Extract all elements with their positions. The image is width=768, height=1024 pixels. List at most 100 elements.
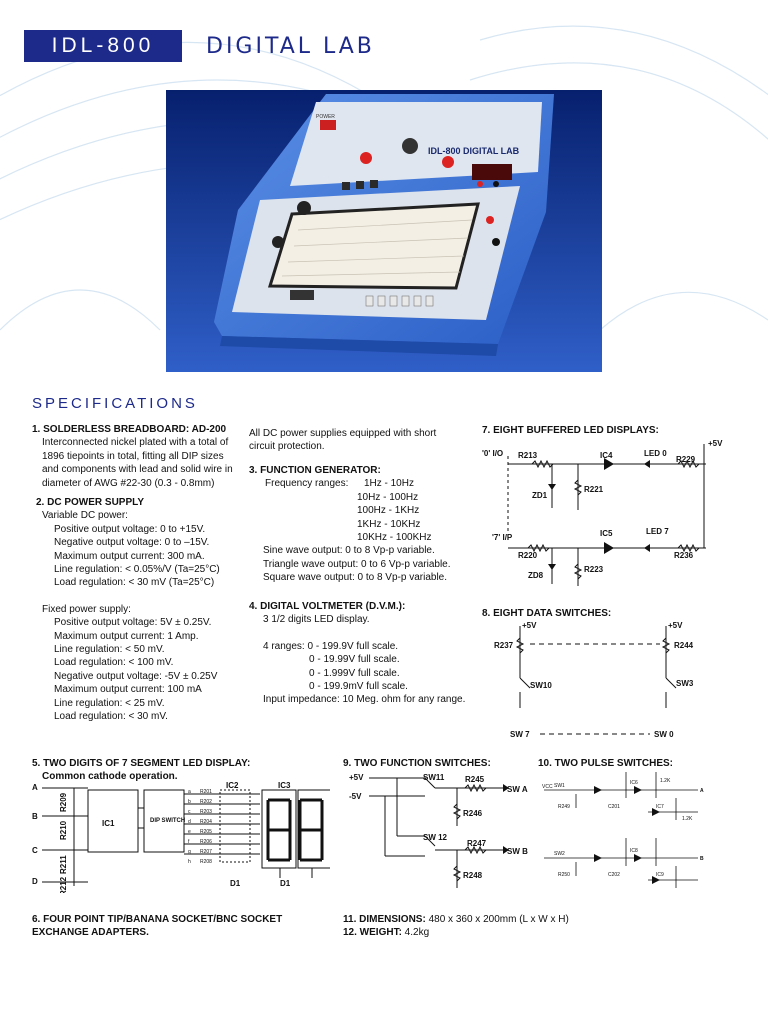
section-2: 2. DC POWER SUPPLY Variable DC power: Po… xyxy=(36,496,236,724)
vcc-right-label: +5V xyxy=(668,621,683,630)
r220-label: R220 xyxy=(518,551,538,560)
wave-output: Square wave output: 0 to 8 Vp-p variable… xyxy=(263,572,448,584)
ic5-label: IC5 xyxy=(600,529,613,538)
section-1-line: diameter of AWG #22-30 (0.3 - 0.8mm) xyxy=(42,477,215,489)
swa-label: SW A xyxy=(507,785,528,794)
zd8-label: ZD8 xyxy=(528,571,544,580)
data-switch-schematic: +5V +5V R237 R244 SW10 SW3 SW 7 SW 0 xyxy=(494,621,694,738)
ic7-label: IC7 xyxy=(656,804,664,810)
variable-dc-line: Line regulation: < 0.05%/V (Ta=25°C) xyxy=(54,564,220,576)
r246-label: R246 xyxy=(463,809,483,818)
r212-label: R212 xyxy=(59,876,68,893)
c201-label: C201 xyxy=(608,804,620,810)
dvm-range: 4 ranges: 0 - 199.9V full scale. xyxy=(263,640,399,652)
sw3-label: SW3 xyxy=(676,679,694,688)
ic6-label: IC6 xyxy=(630,780,638,786)
r249-label: R249 xyxy=(558,804,570,810)
section-11-12: 11. DIMENSIONS: 480 x 360 x 200mm (L x W… xyxy=(343,913,569,940)
frequency-range: 10Hz - 100Hz xyxy=(357,491,419,503)
frequency-label: Frequency ranges: xyxy=(265,478,349,490)
r229-label: R229 xyxy=(676,455,696,464)
frequency-range: 1Hz - 10Hz xyxy=(363,478,414,490)
r211-label: R211 xyxy=(59,855,68,874)
sw2-label: SW2 xyxy=(554,851,565,857)
dvm-range: 0 - 199.9mV full scale. xyxy=(309,681,408,693)
section-3-title: 3. FUNCTION GENERATOR: xyxy=(249,465,381,476)
section-8-title: 8. EIGHT DATA SWITCHES: xyxy=(482,608,612,619)
weight-value: 4.2kg xyxy=(401,927,430,939)
ic9-label: IC9 xyxy=(656,872,664,878)
r-small-label: R202 xyxy=(200,799,212,805)
product-photo: IDL-800 DIGITAL LAB POWER xyxy=(166,90,602,372)
r247-label: R247 xyxy=(467,839,487,848)
r245-label: R245 xyxy=(465,775,485,784)
section-7-title: 7. EIGHT BUFFERED LED DISPLAYS: xyxy=(482,425,659,436)
ic4-label: IC4 xyxy=(600,451,613,460)
dip-switch-label: DIP SWITCH xyxy=(150,818,185,824)
sw12-label: SW 12 xyxy=(423,833,448,842)
d1-label: D1 xyxy=(230,879,241,888)
specifications-heading: SPECIFICATIONS xyxy=(32,395,198,412)
dip-pin-label: a xyxy=(188,789,191,795)
pin-d-label: D xyxy=(32,877,38,886)
r-small-label: R201 xyxy=(200,789,212,795)
r-small-label: R206 xyxy=(200,839,212,845)
r237-label: R237 xyxy=(494,641,514,650)
section-6-line: 6. FOUR POINT TIP/BANANA SOCKET/BNC SOCK… xyxy=(32,914,283,925)
dc-note-line: circuit protection. xyxy=(249,441,325,453)
dvm-impedance: Input impedance: 10 Meg. ohm for any ran… xyxy=(263,694,466,706)
r236-label: R236 xyxy=(674,551,694,560)
section-1-line: Interconnected nickel plated with a tota… xyxy=(42,437,229,449)
section-10-title: 10. TWO PULSE SWITCHES: xyxy=(538,758,674,769)
dip-pin-label: g xyxy=(188,849,191,855)
neg-label: -5V xyxy=(349,792,362,801)
zd1-label: ZD1 xyxy=(532,491,548,500)
dip-pin-label: f xyxy=(188,839,190,845)
fixed-power-line: Line regulation: < 25 mV. xyxy=(54,697,165,709)
section-1-title: 1. SOLDERLESS BREADBOARD: AD-200 xyxy=(32,424,227,435)
r209-label: R209 xyxy=(59,792,68,812)
wave-output: Sine wave output: 0 to 8 Vp-p variable. xyxy=(263,545,435,557)
section-7: 7. EIGHT BUFFERED LED DISPLAYS: xyxy=(482,424,659,437)
pin-b-label: B xyxy=(32,812,38,821)
dvm-range: 0 - 19.99V full scale. xyxy=(309,654,400,666)
section-5: 5. TWO DIGITS OF 7 SEGMENT LED DISPLAY: … xyxy=(32,757,250,784)
section-5-subtitle: Common cathode operation. xyxy=(42,771,178,783)
vcc-left-label: +5V xyxy=(522,621,537,630)
fixed-power-line: Line regulation: < 50 mV. xyxy=(54,644,165,656)
r-small-label: R203 xyxy=(200,809,212,815)
fixed-power-line: Positive output voltage: 5V ± 0.25V. xyxy=(54,617,212,629)
dimensions-label: 11. DIMENSIONS: xyxy=(343,914,426,925)
dip-pin-label: h xyxy=(188,859,191,865)
fixed-power-label: Fixed power supply: xyxy=(42,603,131,615)
sw10-label: SW10 xyxy=(530,681,552,690)
ic3-label: IC3 xyxy=(278,781,291,790)
section-6-line: EXCHANGE ADAPTERS. xyxy=(32,927,149,939)
panel-label: IDL-800 DIGITAL LAB xyxy=(428,146,520,156)
fixed-power-line: Load regulation: < 100 mV. xyxy=(54,657,174,669)
output-b-label: B xyxy=(700,856,704,862)
dvm-range: 0 - 1.999V full scale. xyxy=(309,667,400,679)
variable-dc-line: Positive output voltage: 0 to +15V. xyxy=(54,523,206,535)
section-1-line: 1896 tiepoints in total, fitting all DIP… xyxy=(42,450,224,462)
variable-dc-label: Variable DC power: xyxy=(42,510,128,522)
r-small-label: R207 xyxy=(200,849,212,855)
dip-pin-label: d xyxy=(188,819,191,825)
section-10: 10. TWO PULSE SWITCHES: xyxy=(538,757,673,770)
r250-label: R250 xyxy=(558,872,570,878)
section-3: 3. FUNCTION GENERATOR: Frequency ranges:… xyxy=(249,464,469,585)
seven-segment-schematic: A B C D R209 R210 R211 R212 IC1 DIP SWIT… xyxy=(32,781,330,893)
fixed-power-line: Negative output voltage: -5V ± 0.25V xyxy=(54,670,218,682)
input-7-label: '7' I/P xyxy=(492,533,513,542)
r-small-label: R208 xyxy=(200,859,212,865)
dip-pin-label: c xyxy=(188,809,191,815)
fixed-power-line: Maximum output current: 1 Amp. xyxy=(54,630,199,642)
pin-a-label: A xyxy=(32,783,38,792)
wave-output: Triangle wave output: 0 to 6 Vp-p variab… xyxy=(263,558,451,570)
swb-label: SW B xyxy=(507,847,528,856)
dc-note-line: All DC power supplies equipped with shor… xyxy=(249,428,437,439)
section-1: 1. SOLDERLESS BREADBOARD: AD-200 Interco… xyxy=(32,423,233,490)
r210-label: R210 xyxy=(59,820,68,840)
variable-dc-line: Negative output voltage: 0 to –15V. xyxy=(54,537,210,549)
variable-dc-line: Load regulation: < 30 mV (Ta=25°C) xyxy=(54,577,215,589)
